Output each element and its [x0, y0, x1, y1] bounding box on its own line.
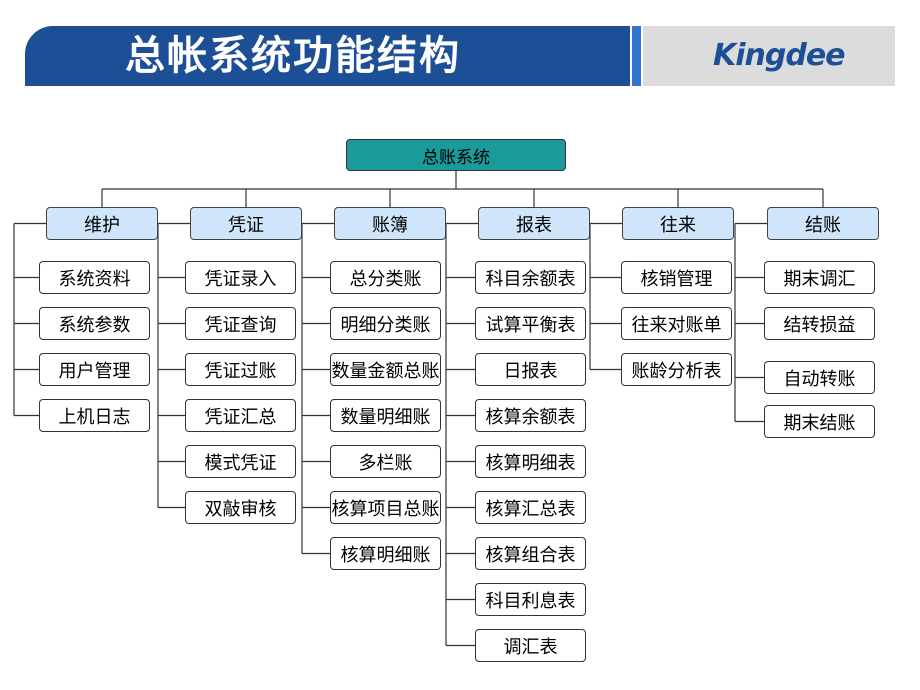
- category-node: 凭证: [190, 207, 302, 240]
- function-node: 系统参数: [39, 307, 150, 340]
- function-node: 上机日志: [39, 399, 150, 432]
- logo-area: Kingdee: [643, 26, 895, 86]
- function-node: 科目利息表: [475, 583, 586, 616]
- slide-header: 总帐系统功能结构 Kingdee: [25, 26, 895, 86]
- function-node: 核算余额表: [475, 399, 586, 432]
- function-node: 数量金额总账: [330, 353, 441, 386]
- category-node: 维护: [46, 207, 158, 240]
- function-node: 试算平衡表: [475, 307, 586, 340]
- kingdee-logo: Kingdee: [713, 38, 846, 73]
- function-node: 双敲审核: [185, 491, 296, 524]
- function-node: 总分类账: [330, 261, 441, 294]
- function-node: 凭证录入: [185, 261, 296, 294]
- function-node: 系统资料: [39, 261, 150, 294]
- function-node: 核算组合表: [475, 537, 586, 570]
- function-node: 自动转账: [764, 361, 875, 394]
- function-node: 账龄分析表: [621, 353, 732, 386]
- function-node: 核算明细账: [330, 537, 441, 570]
- category-node: 结账: [767, 207, 879, 240]
- function-node: 凭证汇总: [185, 399, 296, 432]
- function-node: 科目余额表: [475, 261, 586, 294]
- title-bar: 总帐系统功能结构: [25, 26, 630, 86]
- category-node: 往来: [622, 207, 734, 240]
- category-node: 账簿: [334, 207, 446, 240]
- function-node: 凭证过账: [185, 353, 296, 386]
- function-node: 明细分类账: [330, 307, 441, 340]
- function-node: 核销管理: [621, 261, 732, 294]
- function-node: 凭证查询: [185, 307, 296, 340]
- function-node: 期末结账: [764, 405, 875, 438]
- function-node: 模式凭证: [185, 445, 296, 478]
- function-node: 数量明细账: [330, 399, 441, 432]
- function-node: 核算明细表: [475, 445, 586, 478]
- function-node: 日报表: [475, 353, 586, 386]
- function-node: 核算汇总表: [475, 491, 586, 524]
- root-node: 总账系统: [346, 139, 566, 171]
- header-accent-bar: [632, 26, 641, 86]
- function-node: 多栏账: [330, 445, 441, 478]
- function-node: 调汇表: [475, 629, 586, 662]
- function-node: 期末调汇: [764, 261, 875, 294]
- function-node: 核算项目总账: [330, 491, 441, 524]
- function-node: 往来对账单: [621, 307, 732, 340]
- category-node: 报表: [478, 207, 590, 240]
- page-title: 总帐系统功能结构: [125, 33, 461, 79]
- function-node: 结转损益: [764, 307, 875, 340]
- function-node: 用户管理: [39, 353, 150, 386]
